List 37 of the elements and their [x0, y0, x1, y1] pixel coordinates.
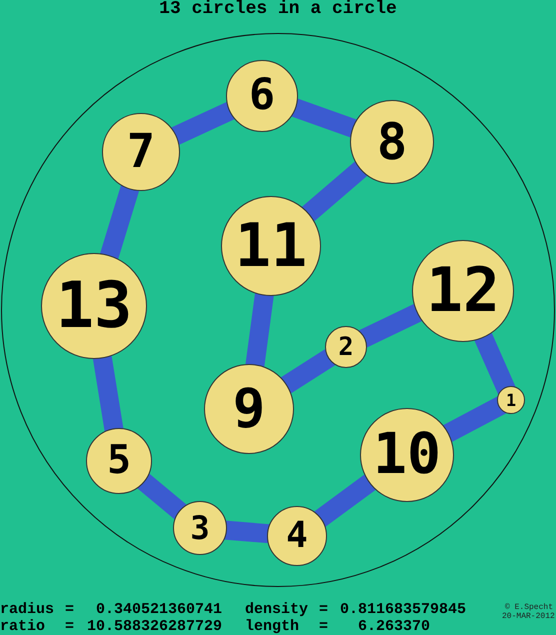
stat-value: 6.263370 — [358, 619, 430, 635]
numbered-circle: 12 — [412, 240, 514, 342]
diagram-title: 13 circles in a circle — [158, 0, 398, 19]
connector-line — [358, 304, 422, 348]
numbered-circle: 5 — [86, 428, 152, 494]
numbered-circle: 2 — [325, 326, 367, 368]
connector-line — [280, 349, 336, 394]
numbered-circle: 6 — [226, 60, 298, 132]
stat-label: radius = — [0, 602, 74, 618]
stat-value: 10.588326287729 — [87, 619, 222, 635]
numbered-circle: 13 — [41, 253, 147, 359]
connector-line — [474, 333, 516, 394]
stat-label: length = — [245, 619, 328, 635]
connector-line — [137, 474, 187, 520]
numbered-circle: 4 — [267, 506, 327, 566]
stat-value: 0.811683579845 — [340, 602, 466, 618]
boundary-circle — [1, 33, 555, 587]
connector-line — [245, 293, 274, 367]
connector-line — [171, 102, 234, 145]
numbered-circle: 8 — [350, 100, 434, 184]
stat-value: 0.340521360741 — [96, 602, 222, 618]
numbered-circle: 1 — [497, 386, 525, 414]
numbered-circle: 7 — [102, 113, 180, 191]
copyright-note: © E.Specht — [505, 603, 554, 612]
connector-line — [292, 98, 357, 138]
numbered-circle: 11 — [221, 196, 321, 296]
stat-label: ratio = — [0, 619, 74, 635]
numbered-circle: 10 — [360, 408, 454, 502]
numbered-circle: 9 — [204, 364, 294, 454]
connector-line — [100, 185, 140, 259]
connector-line — [314, 474, 376, 527]
stat-label: density = — [245, 602, 328, 618]
connector-line — [443, 396, 506, 442]
connector-line — [224, 520, 270, 544]
connector-line — [302, 161, 368, 222]
numbered-circle: 3 — [173, 501, 227, 555]
date-label: 20-MAR-2012 — [502, 612, 555, 621]
